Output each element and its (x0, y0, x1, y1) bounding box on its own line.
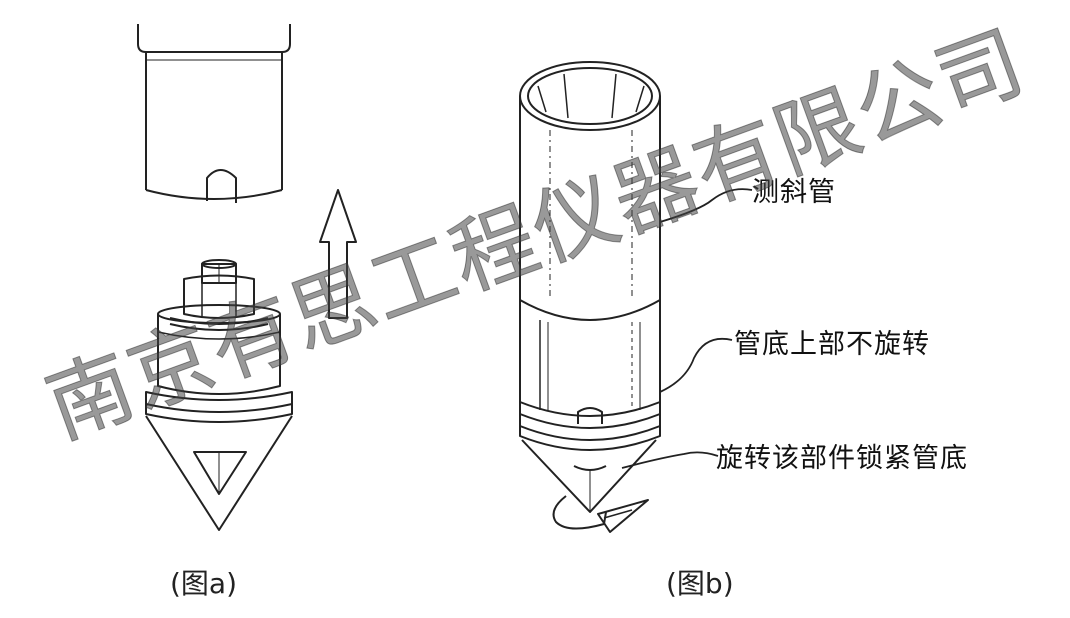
label-upper-bottom-fixed: 管底上部不旋转 (734, 329, 930, 360)
pipe-bottom-assembly-a (145, 259, 293, 531)
label-rotate-to-lock: 旋转该部件锁紧管底 (716, 443, 968, 474)
caption-figure-b: (图b) (666, 567, 734, 600)
inclinometer-pipe-b (519, 61, 661, 410)
label-inclinometer-pipe: 测斜管 (752, 177, 836, 208)
leader-lines (621, 188, 753, 469)
figure-a (137, 24, 357, 531)
up-arrow-icon (319, 189, 357, 319)
caption-figure-a: (图a) (170, 567, 238, 600)
figure-b (519, 61, 753, 533)
pipe-section-a (137, 24, 291, 203)
rotate-arrow-icon (552, 495, 649, 533)
pipe-bottom-b (519, 401, 661, 513)
